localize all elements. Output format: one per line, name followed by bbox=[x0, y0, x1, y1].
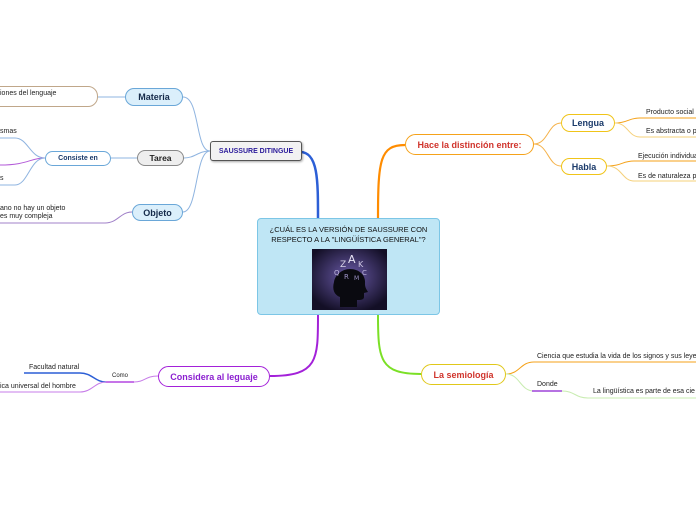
link-consiste-item-mid bbox=[0, 157, 46, 166]
considera-item-2: ica universal del hombre bbox=[0, 383, 76, 390]
tarea-item-1: smas bbox=[0, 128, 17, 135]
objeto-label: Objeto bbox=[143, 207, 172, 218]
link-central-considera bbox=[269, 314, 319, 377]
consiste-en-label: Consiste en bbox=[58, 155, 98, 162]
link-consiste-item1 bbox=[0, 137, 46, 159]
link-como-item2 bbox=[0, 381, 107, 393]
semiologia-node[interactable]: La semiología bbox=[421, 364, 506, 385]
link-saussure-objeto bbox=[182, 150, 211, 213]
link-central-saussure bbox=[299, 150, 320, 219]
link-central-semiologia bbox=[377, 314, 422, 375]
link-semiologia-item1 bbox=[505, 361, 696, 375]
svg-text:Q: Q bbox=[334, 269, 340, 277]
habla-item-1: Ejecución individua bbox=[638, 153, 696, 160]
link-donde-item2 bbox=[561, 390, 696, 399]
link-hace-lengua bbox=[533, 122, 562, 145]
svg-text:Z: Z bbox=[340, 260, 346, 270]
tarea-item-2: s bbox=[0, 175, 4, 182]
saussure-label: SAUSSURE DITINGUE bbox=[218, 147, 294, 155]
objeto-node[interactable]: Objeto bbox=[132, 204, 183, 221]
link-saussure-materia bbox=[182, 96, 211, 152]
link-hace-habla bbox=[533, 143, 562, 167]
link-saussure-tarea bbox=[183, 150, 211, 159]
considera-node[interactable]: Considera al leguaje bbox=[158, 366, 270, 387]
materia-detail-box[interactable] bbox=[0, 86, 98, 107]
head-letters-icon: Z A K Q C R M bbox=[312, 249, 387, 310]
link-considera-como bbox=[106, 375, 159, 383]
habla-item-2: Es de naturaleza p bbox=[638, 173, 696, 180]
semiologia-item-1: Ciencia que estudia la vida de los signo… bbox=[537, 353, 696, 360]
svg-text:A: A bbox=[348, 253, 356, 266]
link-lengua-item2 bbox=[614, 122, 696, 138]
habla-label: Habla bbox=[571, 161, 597, 172]
considera-item-1: Facultad natural bbox=[29, 364, 80, 371]
central-topic-title: ¿CUÁL ES LA VERSIÓN DE SAUSSURE CON RESP… bbox=[269, 225, 428, 244]
link-habla-item2 bbox=[606, 165, 696, 182]
svg-text:M: M bbox=[354, 275, 359, 282]
lengua-label: Lengua bbox=[571, 118, 604, 128]
como-label: Como bbox=[112, 373, 129, 379]
svg-text:C: C bbox=[362, 269, 367, 277]
link-consiste-item2 bbox=[0, 157, 46, 186]
lengua-node[interactable]: Lengua bbox=[561, 114, 615, 132]
link-habla-item1 bbox=[606, 160, 696, 167]
objeto-detail-2: es muy compleja bbox=[0, 213, 53, 220]
hace-distincion-label: Hace la distinción entre: bbox=[417, 139, 522, 150]
link-lengua-item1 bbox=[614, 117, 696, 124]
saussure-node[interactable]: SAUSSURE DITINGUE bbox=[210, 141, 302, 161]
objeto-detail-1: ano no hay un objeto bbox=[0, 205, 66, 212]
svg-text:R: R bbox=[344, 273, 349, 281]
link-central-hace bbox=[376, 143, 406, 219]
semiologia-item-2: La lingüística es parte de esa cie bbox=[593, 388, 695, 395]
habla-node[interactable]: Habla bbox=[561, 158, 607, 175]
link-objeto-detail bbox=[0, 211, 133, 224]
svg-text:K: K bbox=[358, 260, 364, 269]
lengua-item-1: Producto social c bbox=[646, 109, 696, 116]
lengua-item-2: Es abstracta o p bbox=[646, 128, 696, 135]
materia-node[interactable]: Materia bbox=[125, 88, 183, 106]
considera-label: Considera al leguaje bbox=[170, 371, 258, 382]
materia-detail: iones del lenguaje bbox=[0, 90, 57, 97]
donde-label: Donde bbox=[537, 381, 558, 388]
link-como-item1 bbox=[24, 372, 107, 383]
semiologia-label: La semiología bbox=[433, 369, 494, 380]
tarea-node[interactable]: Tarea bbox=[137, 150, 184, 166]
hace-distincion-node[interactable]: Hace la distinción entre: bbox=[405, 134, 534, 155]
tarea-label: Tarea bbox=[149, 153, 172, 163]
consiste-en-node[interactable]: Consiste en bbox=[45, 151, 111, 166]
materia-label: Materia bbox=[138, 92, 170, 102]
central-topic[interactable]: ¿CUÁL ES LA VERSIÓN DE SAUSSURE CON RESP… bbox=[257, 218, 440, 315]
